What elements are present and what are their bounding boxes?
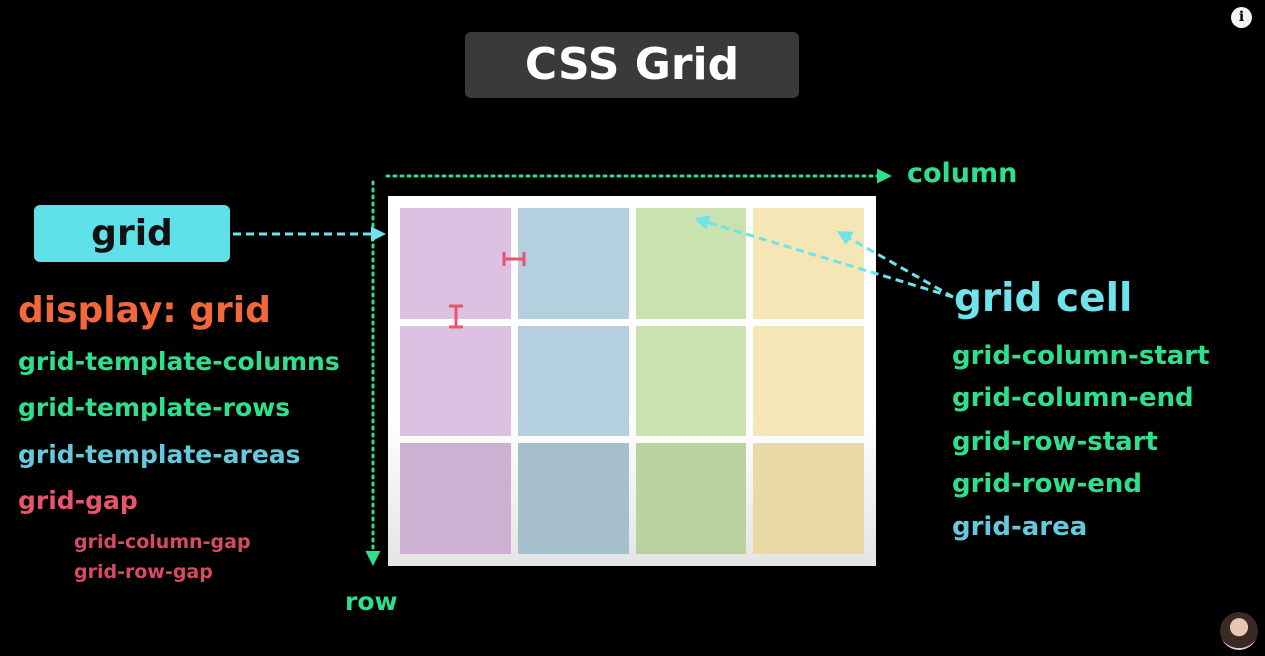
row-axis-label: row bbox=[345, 587, 398, 616]
grid-gap-property: grid-gap bbox=[18, 486, 138, 515]
grid-column-end-property: grid-column-end bbox=[952, 383, 1194, 413]
grid-cell bbox=[635, 443, 747, 554]
grid-cell bbox=[400, 443, 511, 554]
grid-row-gap-property: grid-row-gap bbox=[74, 561, 213, 583]
column-axis-label: column bbox=[907, 158, 1018, 189]
grid-cell bbox=[753, 443, 864, 554]
grid-cell bbox=[635, 325, 747, 437]
grid-row-end-property: grid-row-end bbox=[952, 469, 1142, 499]
grid-cell-label: grid cell bbox=[954, 276, 1133, 321]
grid-cell bbox=[517, 325, 629, 437]
grid-column-gap-property: grid-column-gap bbox=[74, 531, 251, 553]
grid-cell bbox=[753, 325, 864, 437]
grid-container-label: grid bbox=[34, 205, 230, 262]
page-title: CSS Grid bbox=[465, 32, 799, 98]
presenter-avatar bbox=[1220, 612, 1258, 650]
grid-row-start-property: grid-row-start bbox=[952, 427, 1158, 457]
grid-cell bbox=[517, 208, 629, 319]
grid-template-areas-property: grid-template-areas bbox=[18, 440, 301, 469]
grid-template-columns-property: grid-template-columns bbox=[18, 347, 340, 376]
grid-cell bbox=[517, 443, 629, 554]
info-icon[interactable]: i bbox=[1231, 7, 1252, 28]
display-grid-property: display: grid bbox=[18, 290, 271, 331]
grid-cell bbox=[635, 208, 747, 319]
grid-template-rows-property: grid-template-rows bbox=[18, 393, 291, 422]
grid-cell bbox=[753, 208, 864, 319]
grid-column-start-property: grid-column-start bbox=[952, 341, 1210, 371]
grid-container-illustration bbox=[388, 196, 876, 566]
grid-cell bbox=[400, 325, 511, 437]
grid-cell bbox=[400, 208, 511, 319]
grid-area-property: grid-area bbox=[952, 512, 1088, 542]
